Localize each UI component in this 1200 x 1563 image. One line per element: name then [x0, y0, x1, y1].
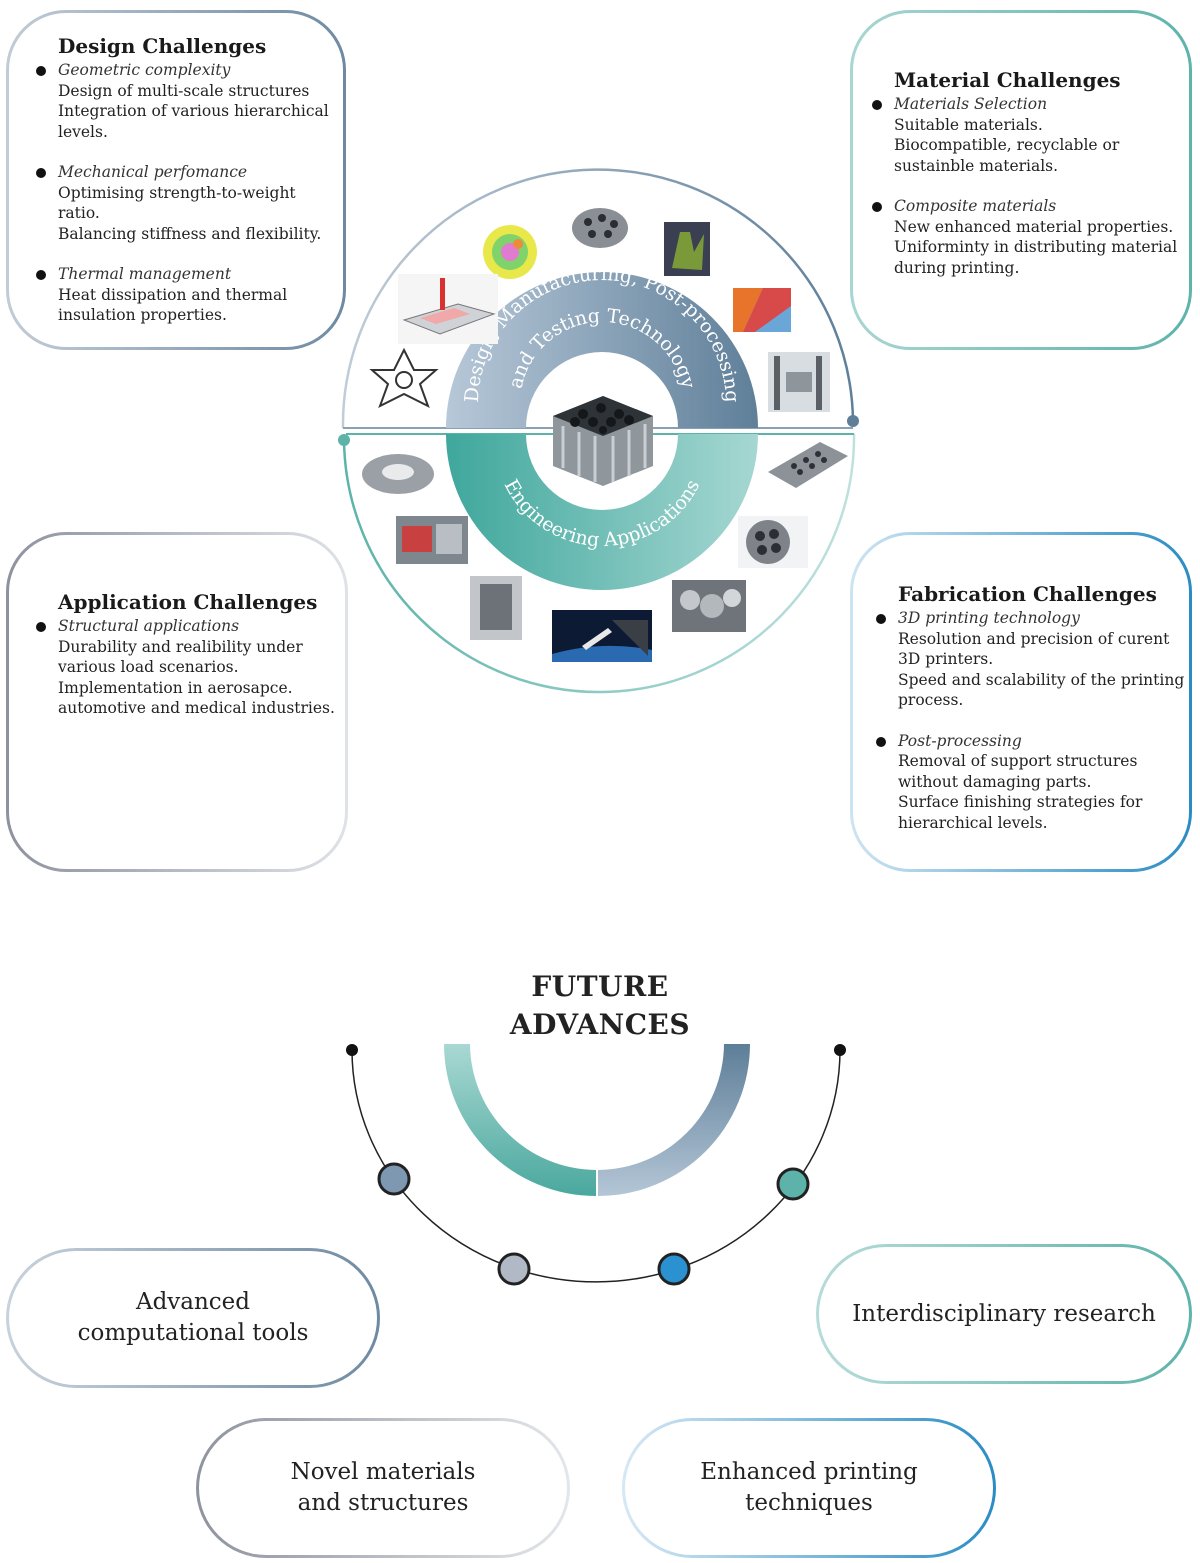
design-section-line: Optimising strength-to-weight ratio.: [58, 183, 296, 223]
fabrication-section-line: Speed and scalability of the printing pr…: [898, 670, 1185, 710]
fabrication-challenges-title: Fabrication Challenges: [898, 582, 1157, 606]
bullet-icon: [36, 622, 46, 632]
implant-part-image: [470, 576, 522, 640]
topology-part-image: [664, 222, 710, 276]
perforated-panel-image: [768, 442, 848, 488]
timeline-node-teal: [776, 1167, 810, 1201]
design-section-subtitle: Mechanical perfomance: [58, 163, 248, 181]
timeline-node-slate: [377, 1162, 411, 1196]
timeline-arc: [351, 1049, 841, 1283]
inner-ring-lower: [446, 434, 758, 590]
material-section-line: Biocompatible, recyclable or sustainble …: [894, 136, 1120, 175]
design-section-subtitle: Geometric complexity: [58, 61, 231, 79]
fabrication-section-line: Resolution and precision of curent 3D pr…: [898, 629, 1170, 669]
fabrication-section-line: Surface finishing strategies for hierarc…: [898, 793, 1143, 832]
bullet-icon: [36, 168, 46, 178]
laser-process-schematic-image: [398, 274, 498, 344]
future-ring-left: [444, 1044, 596, 1196]
fabrication-section-subtitle: Post-processing: [898, 731, 1022, 750]
bullet-icon: [872, 202, 882, 212]
tube-bundle-image: [738, 516, 808, 568]
application-challenges-box: Application Challenges Structural applic…: [6, 532, 348, 872]
material-section-line: Suitable materials.: [894, 115, 1043, 134]
application-section-line: Implementation in aerosapce. automotive …: [58, 678, 335, 718]
bullet-icon: [876, 614, 886, 624]
material-section-subtitle: Composite materials: [894, 197, 1057, 215]
bullet-icon: [36, 270, 46, 280]
future-advances-title: FUTURE ADVANCES: [509, 970, 691, 1041]
ring-part-image: [362, 454, 434, 494]
metal-parts-image: [672, 580, 746, 632]
fabrication-challenges-content: Fabrication Challenges 3D printing techn…: [876, 582, 1186, 853]
material-section-subtitle: Materials Selection: [894, 95, 1048, 113]
application-challenges-content: Application Challenges Structural applic…: [36, 590, 344, 739]
pill-computational-tools: Advanced computational tools: [6, 1248, 380, 1388]
pill-computational-tools-label: Advanced computational tools: [77, 1289, 309, 1346]
bullet-icon: [872, 100, 882, 110]
timeline-node-blue: [657, 1252, 691, 1286]
timeline-endpoint-right: [834, 1044, 846, 1056]
lattice-cube-image: [572, 208, 628, 248]
design-section-line: Design of multi-scale structures: [58, 81, 310, 100]
inner-ring-upper: [446, 272, 758, 428]
application-challenges-title: Application Challenges: [58, 590, 318, 614]
design-section-line: Balancing stiffness and flexibility.: [58, 224, 322, 243]
application-section-line: Durability and realibility under various…: [58, 637, 303, 677]
bullet-icon: [36, 66, 46, 76]
pill-novel-materials-label: Novel materials and structures: [290, 1459, 476, 1516]
pill-enhanced-printing-label: Enhanced printing techniques: [700, 1459, 918, 1516]
pill-enhanced-printing: Enhanced printing techniques: [622, 1418, 996, 1558]
material-section-line: Uniforminty in distributing material dur…: [894, 238, 1178, 277]
future-ring-right: [598, 1044, 750, 1196]
star-lattice-image: [369, 347, 439, 409]
microstructure-image: [733, 288, 791, 332]
fabrication-section-subtitle: 3D printing technology: [898, 609, 1080, 627]
timeline-endpoint-left: [346, 1044, 358, 1056]
design-section-line: Heat dissipation and thermal insulation …: [58, 285, 288, 325]
outer-arc-upper-endpoint: [847, 415, 859, 427]
material-challenges-title: Material Challenges: [894, 68, 1121, 92]
thermal-simulation-image: [483, 225, 537, 279]
application-section-subtitle: Structural applications: [58, 617, 240, 635]
pill-interdisciplinary-research: Interdisciplinary research: [816, 1244, 1192, 1384]
pill-interdisciplinary-research-label: Interdisciplinary research: [852, 1300, 1156, 1327]
design-challenges-title: Design Challenges: [58, 34, 267, 58]
material-section-line: New enhanced material properties.: [894, 217, 1174, 236]
rocket-launch-image: [552, 610, 652, 662]
pill-novel-materials: Novel materials and structures: [196, 1418, 570, 1558]
timeline-node-grey: [497, 1252, 531, 1286]
testing-machine-image: [768, 352, 830, 412]
fabrication-challenges-box: Fabrication Challenges 3D printing techn…: [850, 532, 1192, 872]
outer-arc-lower: [342, 433, 856, 694]
bullet-icon: [876, 736, 886, 747]
engine-bay-image: [396, 516, 468, 564]
outer-arc-lower-endpoint: [338, 434, 350, 446]
outer-arc-upper: [341, 168, 855, 429]
design-section-subtitle: Thermal management: [58, 265, 232, 283]
honeycomb-structure-image: [553, 396, 653, 486]
design-section-line: Integration of various hierarchical leve…: [58, 102, 329, 141]
fabrication-section-line: Removal of support structures without da…: [898, 752, 1138, 791]
